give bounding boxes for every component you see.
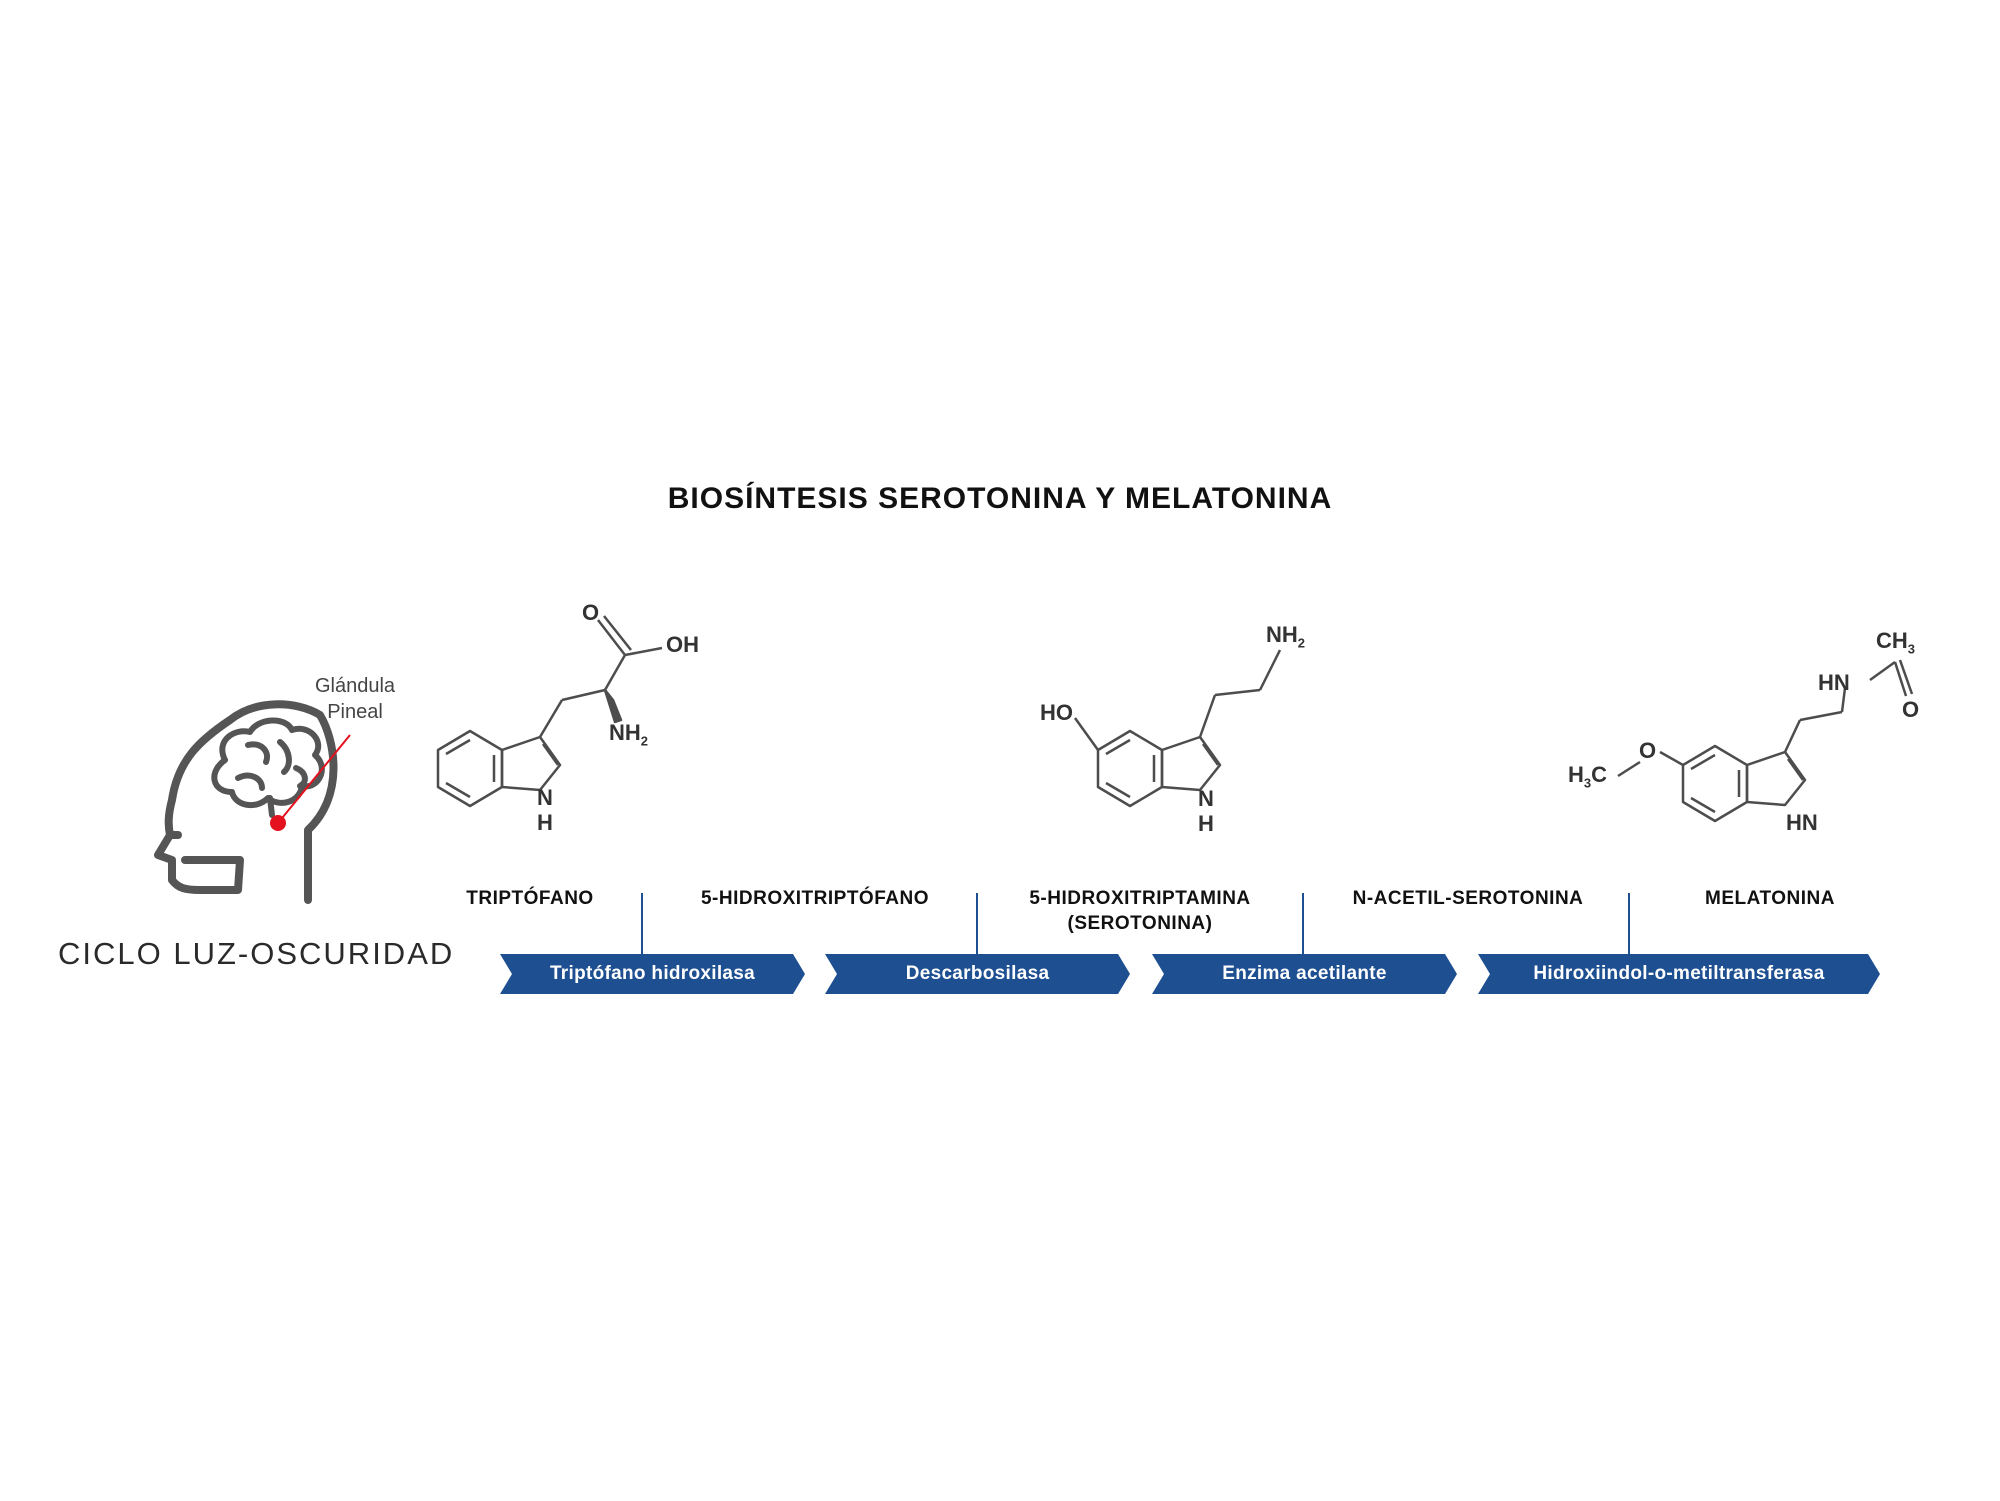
ser-atom-n: N xyxy=(1198,786,1214,811)
divider-4 xyxy=(1628,893,1630,957)
divider-3 xyxy=(1302,893,1304,957)
compound-label-4: N-ACETIL-SEROTONINA xyxy=(1352,888,1584,909)
enzyme-label-3: Enzima acetilante xyxy=(1222,963,1387,984)
trp-atom-h: H xyxy=(537,810,553,835)
compound-label-3: 5-HIDROXITRIPTAMINA (SEROTONINA) xyxy=(1029,888,1251,934)
enzyme-label-1: Triptófano hidroxilasa xyxy=(549,963,756,984)
mel-atom-ch3: CH3 xyxy=(1876,628,1916,657)
pineal-pointer-line xyxy=(277,734,351,824)
divider-2 xyxy=(976,893,978,957)
mel-atom-o-carbonyl: O xyxy=(1902,697,1920,722)
pineal-gland-label: Glándula Pineal xyxy=(314,675,396,723)
light-dark-cycle-label: CICLO LUZ-OSCURIDAD xyxy=(58,936,455,971)
pineal-dot xyxy=(270,815,286,831)
brain-icon xyxy=(211,717,325,818)
enzyme-label-4: Hidroxiindol-o-metiltransferasa xyxy=(1533,963,1825,984)
enzyme-arrow-4: Hidroxiindol-o-metiltransferasa xyxy=(1478,954,1880,994)
ser-atom-ho: HO xyxy=(1040,700,1073,725)
enzyme-arrow-1: Triptófano hidroxilasa xyxy=(500,954,805,994)
page-title: BIOSÍNTESIS SEROTONINA Y MELATONINA xyxy=(667,482,1333,515)
compound-label-1: TRIPTÓFANO xyxy=(466,888,594,909)
serotonin-structure xyxy=(1073,649,1282,808)
ser-atom-h: H xyxy=(1198,811,1214,836)
compound-label-5: MELATONINA xyxy=(1705,888,1835,909)
trp-atom-nh2: NH2 xyxy=(609,720,649,749)
mel-atom-hn-ring: HN xyxy=(1786,810,1818,835)
enzyme-arrow-3: Enzima acetilante xyxy=(1152,954,1457,994)
trp-atom-o: O xyxy=(582,600,600,625)
tryptophan-structure xyxy=(436,615,663,808)
melatonin-structure xyxy=(1617,659,1914,823)
mel-atom-o-ether: O xyxy=(1639,738,1657,763)
mel-atom-hn: HN xyxy=(1818,670,1850,695)
trp-atom-oh: OH xyxy=(666,632,699,657)
trp-atom-n: N xyxy=(537,785,553,810)
enzyme-arrow-2: Descarbosilasa xyxy=(825,954,1130,994)
divider-1 xyxy=(641,893,643,957)
enzyme-label-2: Descarbosilasa xyxy=(905,963,1050,984)
compound-label-2: 5-HIDROXITRIPTÓFANO xyxy=(700,888,929,909)
ser-atom-nh2: NH2 xyxy=(1266,622,1306,651)
mel-atom-h3c: H3C xyxy=(1568,762,1608,791)
